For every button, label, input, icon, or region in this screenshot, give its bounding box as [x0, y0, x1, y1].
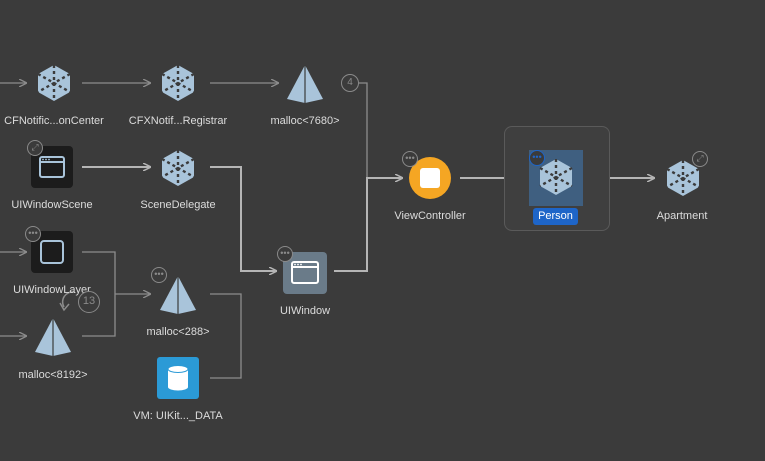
person-label: Person [533, 208, 578, 225]
uiwindowscene-label: UIWindowScene [11, 199, 93, 211]
cfxnotifregistrar-label: CFXNotif...Registrar [128, 115, 228, 127]
edge [358, 82, 368, 178]
cube-icon [158, 63, 198, 103]
cycle-arrow-head [59, 302, 70, 312]
reference-count-badge: 4 [341, 74, 359, 92]
edge [210, 293, 242, 379]
square-icon [40, 240, 64, 264]
more-badge-icon[interactable]: ••• [151, 267, 167, 283]
expand-badge-icon[interactable]: ⤢ [27, 140, 43, 156]
pyramid-icon [287, 65, 323, 103]
expand-badge-icon[interactable]: ⤢ [692, 151, 708, 167]
apartment-label: Apartment [656, 210, 708, 222]
cfxnotifregistrar-node[interactable] [158, 63, 198, 103]
window-icon [39, 156, 65, 178]
uiwindow-label: UIWindow [279, 305, 331, 317]
window-icon [291, 261, 319, 284]
viewcontroller-icon [420, 168, 440, 188]
malloc8192-label: malloc<8192> [18, 369, 88, 381]
cycle-count-badge: 13 [78, 291, 100, 313]
pyramid-icon [35, 318, 71, 356]
pyramid-icon [160, 276, 196, 314]
more-badge-icon[interactable]: ••• [402, 151, 418, 167]
more-badge-icon[interactable]: ••• [25, 226, 41, 242]
malloc8192-node[interactable] [33, 316, 73, 356]
edge [210, 166, 276, 271]
uiwindowlayer-label: UIWindowLayer [13, 284, 91, 296]
malloc7680-label: malloc<7680> [270, 115, 340, 127]
malloc288-label: malloc<288> [146, 326, 210, 338]
scenedelegate-node[interactable] [158, 148, 198, 188]
viewcontroller-label: ViewController [394, 210, 466, 222]
vmuikitdata-node[interactable] [157, 357, 199, 399]
vmuikitdata-label: VM: UIKit..._DATA [133, 410, 223, 422]
malloc288-node[interactable] [158, 274, 198, 314]
cube-icon [158, 148, 198, 188]
scenedelegate-label: SceneDelegate [140, 199, 216, 211]
more-badge-icon[interactable]: ••• [277, 246, 293, 262]
database-icon [167, 365, 189, 391]
cycle-arrow-icon [61, 291, 75, 308]
malloc7680-node[interactable] [285, 63, 325, 103]
cfnotificationcenter-node[interactable] [34, 63, 74, 103]
more-badge-icon[interactable]: ••• [529, 150, 545, 166]
cube-icon [34, 63, 74, 103]
edge [334, 178, 402, 272]
cfnotificationcenter-label: CFNotific...onCenter [4, 115, 104, 127]
